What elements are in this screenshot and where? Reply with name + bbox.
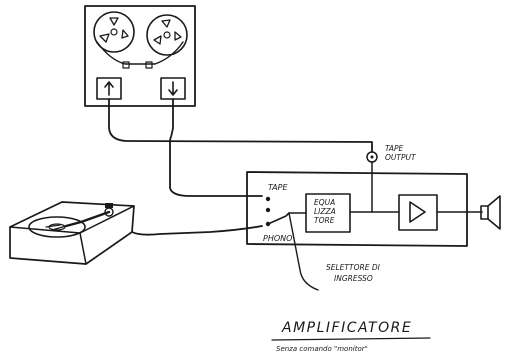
equalizer-line-2: LIZZA [314, 207, 336, 216]
arrow-up-icon [105, 82, 113, 95]
tape-output-line-2: OUTPUT [385, 153, 417, 162]
tonearm-counterweight [105, 203, 113, 208]
selector-switch-arm [268, 213, 289, 224]
equalizer-line-1: EQUA [314, 198, 335, 207]
equalizer-line-3: TORE [314, 216, 335, 225]
turntable-platter [29, 217, 85, 237]
output-jack-icon [367, 152, 377, 212]
phono-cable [132, 226, 262, 235]
equalizer-label: EQUA LIZZA TORE [314, 198, 338, 225]
tape-head-left [123, 62, 129, 68]
amp-stage-block [399, 195, 437, 230]
selector-contact-mid [266, 208, 270, 212]
phono-label: PHONO [263, 234, 292, 243]
selector-label: SELETTORE DI INGRESSO [326, 263, 382, 283]
tape-output-line-1: TAPE [385, 144, 404, 153]
speaker-icon [481, 196, 500, 229]
tape-head-right [146, 62, 152, 68]
tape-recorder-body [85, 6, 195, 106]
triangle-amp-icon [410, 202, 425, 222]
diagram-subtitle: Senza comando "monitor" [276, 345, 368, 353]
tape-cables [109, 99, 372, 196]
play-cable [170, 99, 262, 196]
arrow-down-icon [169, 82, 177, 95]
selector-line-1: SELETTORE DI [326, 263, 381, 272]
tape-label: TAPE [268, 183, 288, 192]
tape-output-label: TAPE OUTPUT [385, 144, 417, 162]
record-cable [109, 99, 372, 152]
title-underline [272, 338, 430, 340]
right-reel-icon [147, 15, 187, 55]
tape-recorder [85, 6, 195, 106]
tape-path [97, 42, 183, 64]
selector-line-2: INGRESSO [334, 274, 373, 283]
turntable-icon [10, 202, 134, 264]
diagram-title: AMPLIFICATORE [281, 320, 412, 336]
selector-contact-tape [266, 197, 270, 201]
